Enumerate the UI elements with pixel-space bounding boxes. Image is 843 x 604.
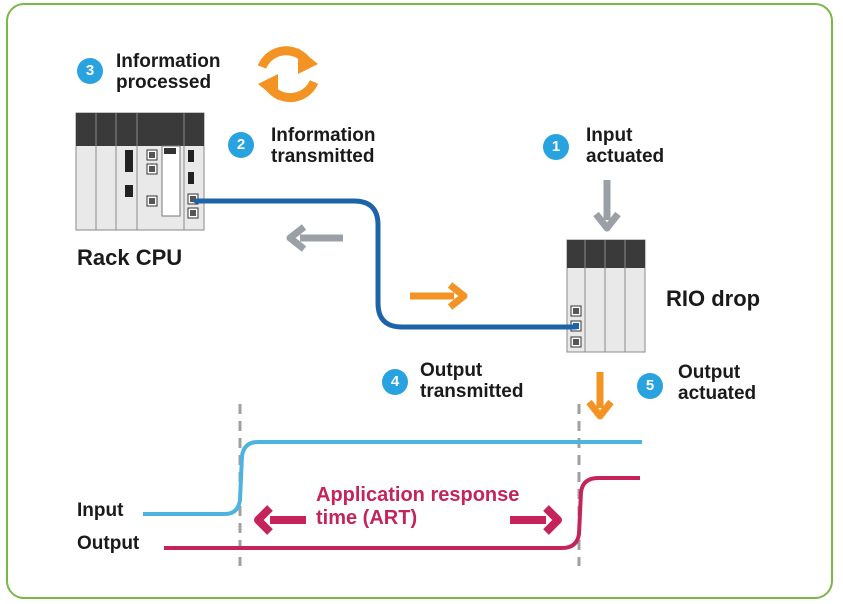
art-label: Application response time (ART) <box>316 484 519 530</box>
output-signal-line <box>164 476 640 550</box>
step-4-label: Output transmitted <box>420 360 523 402</box>
arrow-to-cpu-icon <box>286 224 343 252</box>
art-span-arrow <box>254 505 562 535</box>
processing-cycle-icon <box>257 46 319 103</box>
rack-cpu-label: Rack CPU <box>77 245 183 270</box>
step-1-label-line2: actuated <box>586 146 665 167</box>
step-3-label-line2: processed <box>116 72 212 93</box>
output-signal-label: Output <box>77 533 140 554</box>
step-1-label-line1: Input <box>586 125 633 146</box>
step-3-label: Information processed <box>116 51 221 93</box>
rio-drop-device <box>566 239 646 353</box>
step-2-label-line2: transmitted <box>271 146 375 167</box>
step-5-label-line1: Output <box>678 362 741 383</box>
step-2-label-line1: Information <box>271 125 376 146</box>
step-4-label-line1: Output <box>420 360 483 381</box>
step-badge-2: 2 <box>228 132 254 158</box>
arrow-to-rio-icon <box>410 282 468 310</box>
input-signal-line <box>143 440 642 516</box>
step-5-label-line2: actuated <box>678 383 757 404</box>
step-2-label: Information transmitted <box>271 125 376 167</box>
network-cable <box>193 198 579 330</box>
rio-drop-label: RIO drop <box>666 286 761 311</box>
step-1-label: Input actuated <box>586 125 664 167</box>
output-actuated-arrow-icon <box>586 372 614 420</box>
input-actuated-arrow-icon <box>593 180 621 232</box>
diagram-frame <box>6 3 833 599</box>
step-badge-5: 5 <box>637 373 663 399</box>
step-badge-4: 4 <box>382 369 408 395</box>
step-3-label-line1: Information <box>116 51 221 72</box>
step-badge-1: 1 <box>543 134 569 160</box>
step-5-label: Output actuated <box>678 362 756 404</box>
input-signal-label: Input <box>77 500 124 521</box>
art-label-line2: time (ART) <box>316 507 418 529</box>
rack-cpu-device <box>75 112 205 231</box>
art-label-line1: Application response <box>316 484 520 506</box>
step-4-label-line2: transmitted <box>420 381 524 402</box>
step-badge-3: 3 <box>77 58 103 84</box>
